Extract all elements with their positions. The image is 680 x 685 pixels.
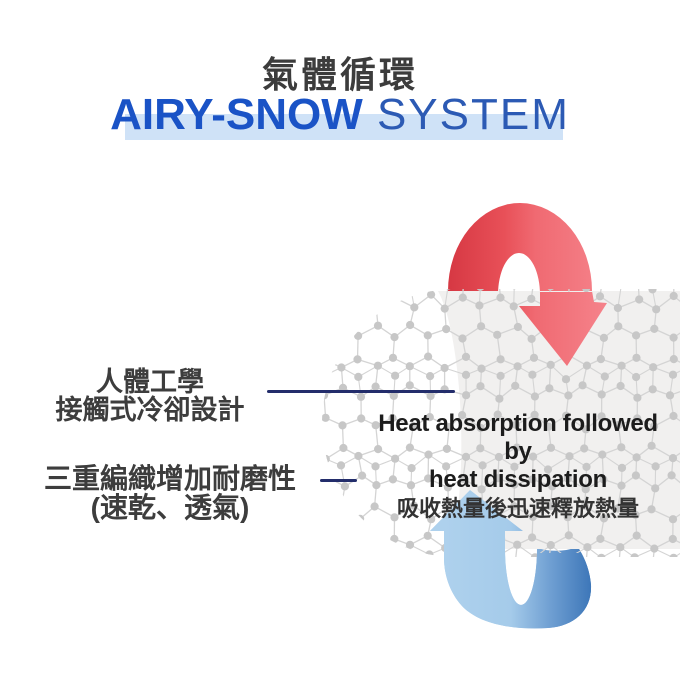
brand-title-light: SYSTEM (362, 90, 570, 139)
connector-line-weave (320, 479, 357, 482)
callout-ergonomic-line1: 人體工學 (96, 367, 204, 397)
heat-text-en-line1: Heat absorption followed by (378, 410, 658, 465)
callout-heat-description: Heat absorption followed by heat dissipa… (363, 410, 673, 522)
callout-triple-weave: 三重編織增加耐磨性 (速乾、透氣) (30, 464, 310, 522)
callout-ergonomic-line2: 接觸式冷卻設計 (55, 395, 245, 425)
knit-fabric-mesh-graphic (322, 289, 680, 557)
page-title-zh: 氣體循環 (261, 54, 418, 95)
heat-text-en-line2: heat dissipation (429, 466, 607, 493)
callout-weave-line1: 三重編織增加耐磨性 (43, 463, 296, 494)
heat-text-zh: 吸收熱量後迅速釋放熱量 (396, 496, 639, 521)
brand-title: AIRY-SNOW SYSTEM (0, 92, 680, 138)
connector-line-ergonomic (267, 390, 455, 393)
brand-title-bold: AIRY-SNOW (110, 90, 363, 139)
title-highlight-bar (125, 114, 563, 140)
callout-weave-line2: (速乾、透氣) (90, 492, 250, 523)
callout-ergonomic-cooling: 人體工學 接觸式冷卻設計 (20, 368, 280, 424)
